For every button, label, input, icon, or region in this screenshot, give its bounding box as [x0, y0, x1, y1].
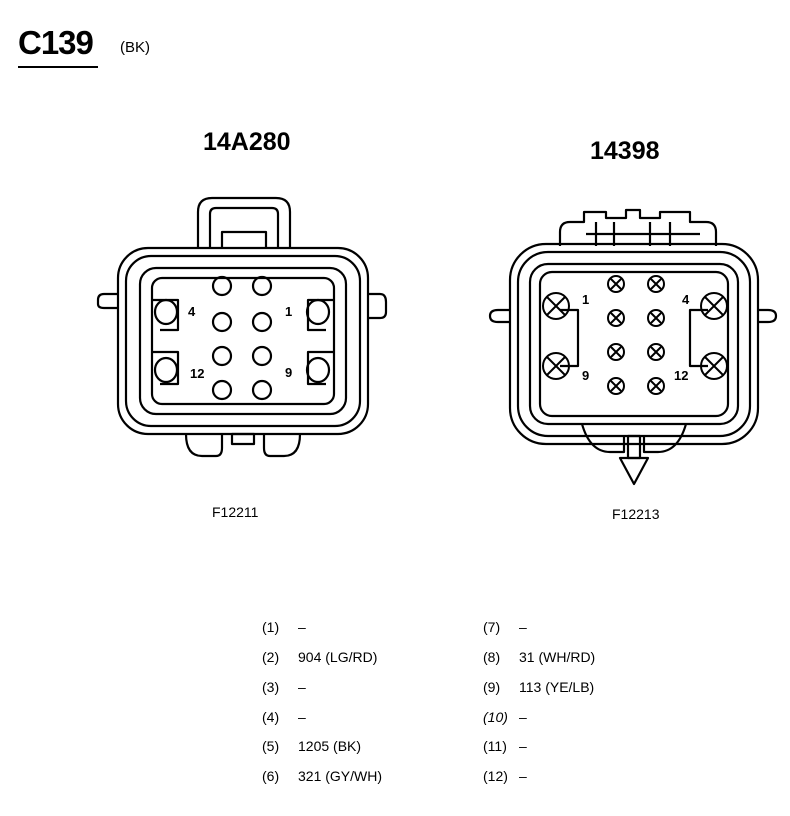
connector-14398-drawing — [488, 208, 778, 486]
cavity-label-left-9: 9 — [285, 365, 292, 380]
cavity-label-left-1: 1 — [285, 304, 292, 319]
pin-circuit: 1205 (BK) — [298, 738, 362, 754]
pin-number: (3) — [262, 679, 280, 695]
connector-color: (BK) — [120, 39, 150, 56]
pin-number: (6) — [262, 768, 280, 784]
pin-circuit: – — [298, 619, 306, 635]
pin-number: (2) — [262, 649, 280, 665]
connector-id: C139 — [18, 24, 94, 61]
part-number-left: 14A280 — [203, 128, 291, 156]
figure-id-right: F12213 — [612, 506, 660, 522]
cavity-large-bl — [542, 352, 570, 380]
pin-circuit: – — [298, 709, 306, 725]
part-number-right: 14398 — [590, 137, 660, 165]
pin-circuit: 31 (WH/RD) — [519, 649, 596, 665]
cavity-large-tl — [542, 292, 570, 320]
pin-number: (5) — [262, 738, 280, 754]
pin-circuit: 904 (LG/RD) — [298, 649, 378, 665]
pin-circuit: – — [519, 738, 527, 754]
cavity-label-left-4: 4 — [188, 304, 196, 319]
cavity-label-right-12: 12 — [674, 368, 688, 383]
cavity-large-br — [700, 352, 728, 380]
cavity-label-right-1: 1 — [582, 292, 589, 307]
cavity-label-right-9: 9 — [582, 368, 589, 383]
pin-circuit: 321 (GY/WH) — [298, 768, 383, 784]
pin-circuit: – — [298, 679, 306, 695]
pin-circuit: – — [519, 709, 527, 725]
connector-14A280-drawing — [96, 196, 388, 458]
title-underline — [18, 66, 98, 68]
pin-number: (10) — [483, 709, 508, 725]
pin-number: (4) — [262, 709, 280, 725]
cavity-label-right-4: 4 — [682, 292, 690, 307]
connector-14398-cavities — [542, 275, 728, 395]
pin-number: (7) — [483, 619, 501, 635]
figure-id-left: F12211 — [212, 504, 259, 520]
pin-number: (9) — [483, 679, 501, 695]
pin-number: (12) — [483, 768, 508, 784]
pin-number: (1) — [262, 619, 280, 635]
pin-circuit: – — [519, 768, 527, 784]
pin-circuit: 113 (YE/LB) — [519, 679, 595, 695]
cavity-label-left-12: 12 — [190, 366, 204, 381]
cavity-large-tr — [700, 292, 728, 320]
pin-circuit: – — [519, 619, 527, 635]
pin-number: (8) — [483, 649, 501, 665]
pin-number: (11) — [483, 738, 507, 754]
